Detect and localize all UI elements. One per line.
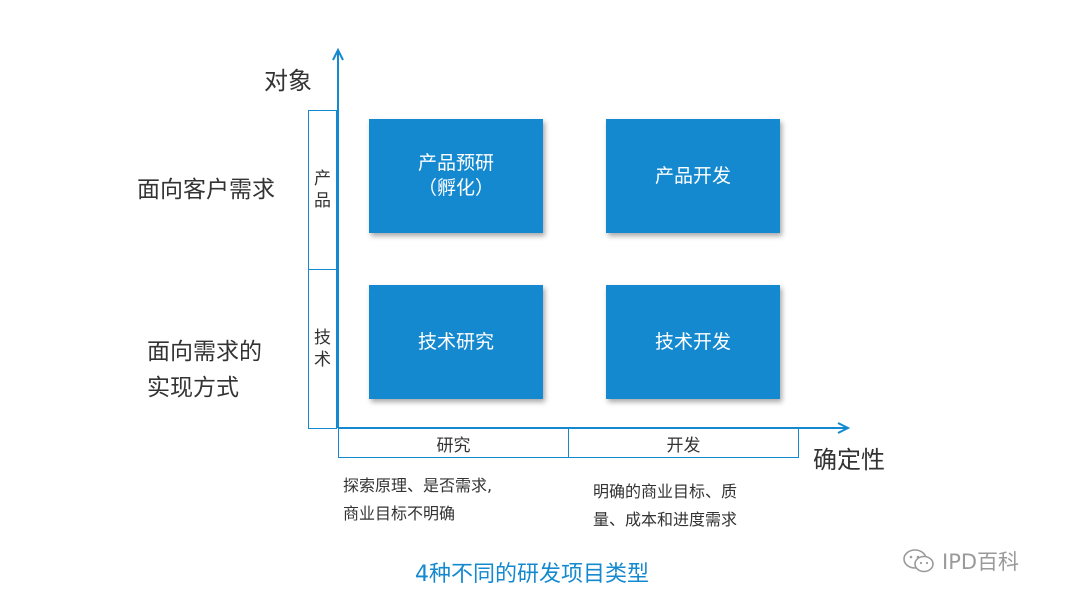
- box-tech-develop-label: 技术开发: [654, 330, 731, 353]
- row-label-implementation: 面向需求的 实现方式: [147, 334, 262, 406]
- box-product-research-line2: （孵化）: [417, 177, 494, 199]
- develop-description-line1: 明确的商业目标、质: [593, 482, 738, 501]
- cell-product: 产 品: [308, 110, 337, 270]
- develop-description: 明确的商业目标、质 量、成本和进度需求: [593, 478, 737, 534]
- box-tech-research: 技术研究: [369, 285, 543, 399]
- box-tech-research-label: 技术研究: [417, 330, 494, 353]
- cell-product-char2: 品: [314, 191, 331, 211]
- box-tech-develop: 技术开发: [606, 285, 780, 399]
- research-description: 探索原理、是否需求, 商业目标不明确: [343, 472, 492, 528]
- cell-tech-char2: 术: [314, 350, 331, 370]
- research-description-line2: 商业目标不明确: [343, 504, 456, 523]
- x-axis-arrowhead: [837, 422, 851, 434]
- wechat-icon: [903, 549, 934, 573]
- box-product-research-line1: 产品预研: [417, 152, 494, 174]
- x-axis-label: 确定性: [813, 446, 885, 474]
- research-description-line1: 探索原理、是否需求,: [343, 476, 493, 495]
- row-label-implementation-line2: 实现方式: [147, 375, 239, 401]
- cell-research: 研究: [338, 428, 569, 458]
- cell-product-char1: 产: [314, 169, 331, 189]
- watermark: IPD百科: [902, 546, 1019, 576]
- box-product-develop-label: 产品开发: [654, 164, 731, 187]
- develop-description-line2: 量、成本和进度需求: [593, 510, 738, 529]
- row-label-customer-needs: 面向客户需求: [137, 177, 275, 203]
- row-label-implementation-line1: 面向需求的: [147, 339, 262, 365]
- box-product-develop: 产品开发: [606, 119, 780, 233]
- cell-tech: 技 术: [308, 269, 337, 429]
- y-axis-label: 对象: [264, 67, 312, 95]
- cell-develop: 开发: [568, 428, 799, 458]
- box-product-research: 产品预研 （孵化）: [369, 119, 543, 233]
- watermark-text: IPD百科: [942, 550, 1020, 574]
- y-axis-arrowhead: [332, 47, 344, 61]
- cell-tech-char1: 技: [314, 328, 331, 348]
- diagram-caption: 4种不同的研发项目类型: [415, 562, 649, 587]
